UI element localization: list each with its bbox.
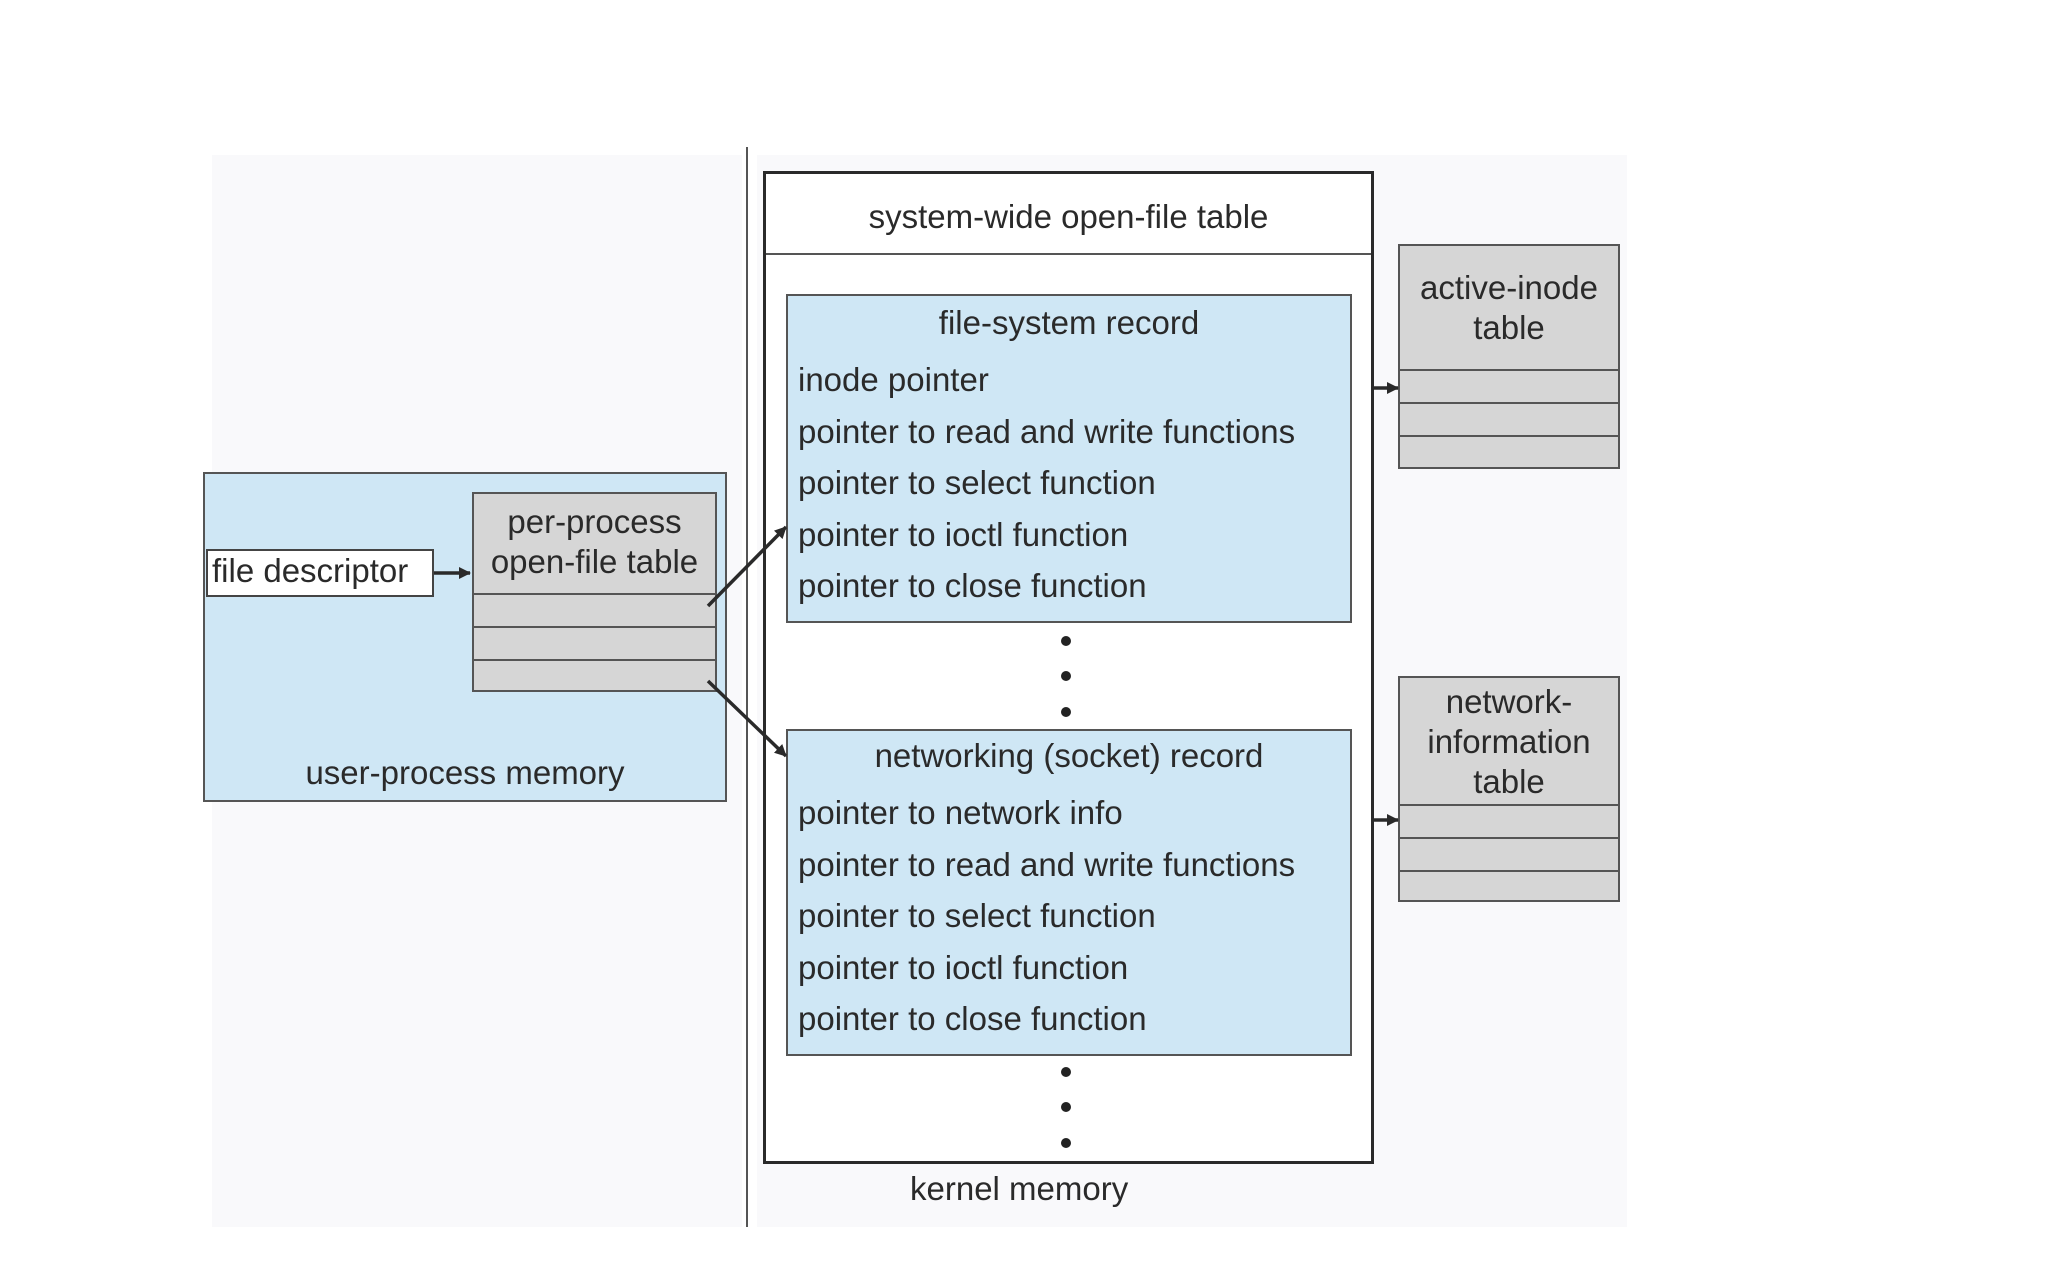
network-information-table-title: network- information table [1400,682,1618,802]
network-info-title-line-3: table [1473,763,1545,800]
per-process-table-title-line-1: per-process [507,503,682,540]
ellipsis-dot [1061,636,1071,646]
file-system-record-title: file-system record [938,304,1200,341]
table-row [1400,435,1618,467]
ellipsis-dot [1061,671,1071,681]
active-inode-title-line-1: active-inode [1420,269,1598,306]
networking-record-fields: pointer to network info pointer to read … [798,793,1295,1051]
ellipsis-dot [1061,1102,1071,1112]
list-item: pointer to close function [798,567,1147,604]
list-item: pointer to select function [798,897,1156,934]
ellipsis-dot [1061,1138,1071,1148]
per-process-open-file-table: per-process open-file table [472,492,717,692]
per-process-table-title: per-process open-file table [474,502,715,582]
list-item: inode pointer [798,361,989,398]
network-info-title-line-2: information [1427,723,1591,760]
arrow-table-to-networking-record [706,679,788,758]
table-row [1400,837,1618,870]
table-row [1400,402,1618,435]
ellipsis-dot [1061,1067,1071,1077]
user-kernel-divider [746,147,748,1227]
file-system-record-fields: inode pointer pointer to read and write … [798,360,1295,618]
table-row [474,626,715,659]
user-process-memory-label: user-process memory [305,754,625,791]
ellipsis-dot [1061,707,1071,717]
list-item: pointer to network info [798,794,1123,831]
network-info-title-line-1: network- [1445,683,1573,720]
arrow-table-to-file-system-record [706,525,788,608]
list-item: pointer to select function [798,464,1156,501]
table-row [1400,870,1618,900]
table-row [474,659,715,690]
table-row [474,593,715,626]
kernel-memory-label: kernel memory [910,1170,1129,1207]
networking-record-title: networking (socket) record [874,737,1264,774]
network-information-table: network- information table [1398,676,1620,902]
list-item: pointer to read and write functions [798,412,1296,450]
list-item: pointer to read and write functions [798,845,1296,883]
file-system-record: file-system record inode pointer pointer… [786,294,1352,623]
per-process-table-title-line-2: open-file table [490,543,699,580]
list-item: pointer to ioctl function [798,515,1129,553]
table-row [1400,369,1618,402]
active-inode-table-title: active-inode table [1400,268,1618,348]
active-inode-table: active-inode table [1398,244,1620,469]
networking-socket-record: networking (socket) record pointer to ne… [786,729,1352,1056]
table-row [1400,804,1618,837]
active-inode-title-line-2: table [1473,309,1545,346]
system-table-title: system-wide open-file table [868,198,1269,235]
list-item: pointer to close function [798,1000,1147,1037]
file-descriptor-box: file descriptor [206,549,434,597]
system-table-title-separator [766,253,1371,255]
list-item: pointer to ioctl function [798,948,1129,986]
